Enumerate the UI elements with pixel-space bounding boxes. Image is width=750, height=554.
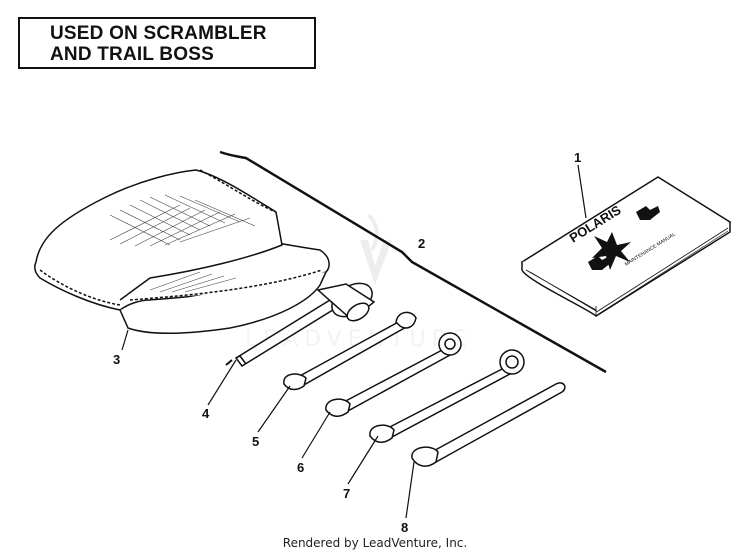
callout-5: 5 [252,434,259,449]
leader-lines [121,164,587,519]
combination-wrench-5 [283,311,417,391]
bracket-line [219,150,607,374]
callout-2: 2 [418,236,425,251]
combination-wrench-6 [325,332,462,417]
callout-7: 7 [343,486,350,501]
rider-icon [588,256,612,270]
title-box: USED ON SCRAMBLER AND TRAIL BOSS [18,17,316,69]
callout-8: 8 [401,520,408,535]
title-line-2: AND TRAIL BOSS [50,44,214,65]
tool-pouch [34,169,330,335]
cloth-texture [109,194,256,293]
footer-credit: Rendered by LeadVenture, Inc. [282,536,468,550]
star-logo [592,232,631,270]
combination-wrench-7 [369,349,525,443]
title-line-1: USED ON SCRAMBLER [50,23,267,44]
rider-icon [636,206,660,220]
callout-6: 6 [297,460,304,475]
callout-1: 1 [574,150,581,165]
callout-3: 3 [113,352,120,367]
maintenance-manual: POLARIS MAINTENANCE MANUAL [520,176,732,317]
callout-4: 4 [202,406,210,421]
open-end-wrench-8 [411,382,566,467]
socket-wrench [225,282,376,367]
